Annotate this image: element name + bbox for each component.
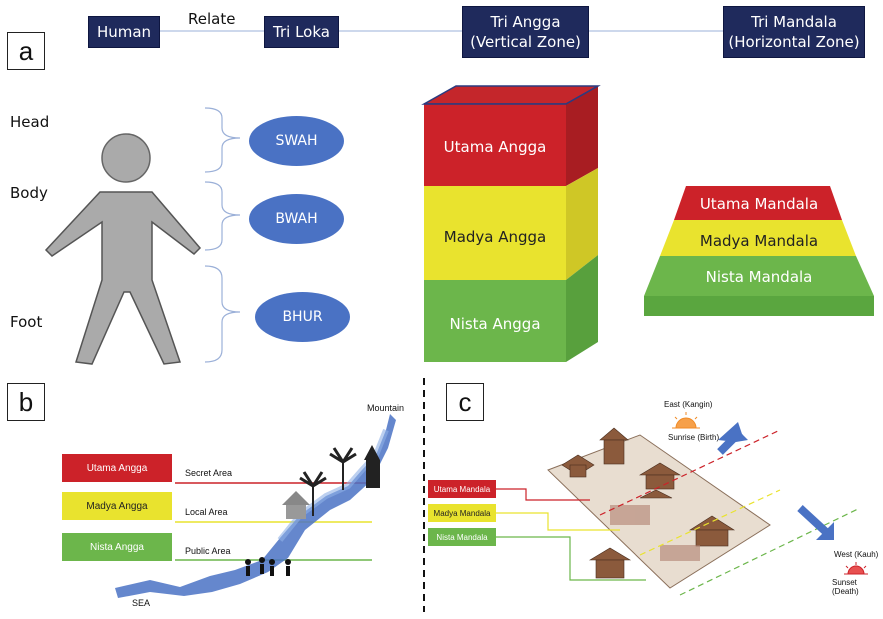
- sunset-label: Sunset (Death): [832, 578, 859, 596]
- foot-brace: [204, 265, 241, 363]
- mountain-label: Mountain: [367, 403, 405, 413]
- panel-c-utama-box: Utama Mandala: [428, 480, 496, 498]
- bhur-oval: BHUR: [255, 292, 350, 342]
- madya-angga-label: Madya Angga: [443, 228, 547, 246]
- tri-mandala-pyramid: [644, 186, 874, 316]
- bwah-oval: BWAH: [249, 194, 344, 244]
- foot-label: Foot: [10, 313, 43, 331]
- panel-b-utama-box: Utama Angga: [62, 454, 172, 482]
- relate-label: Relate: [188, 10, 236, 28]
- tri-angga-box: Tri Angga (Vertical Zone): [462, 6, 589, 58]
- sunset-icon: [844, 562, 868, 575]
- local-area-label: Local Area: [185, 507, 228, 517]
- utama-angga-label: Utama Angga: [443, 138, 547, 156]
- body-label: Body: [10, 184, 48, 202]
- human-figure-icon: [44, 133, 202, 365]
- public-area-label: Public Area: [185, 546, 231, 556]
- sunrise-label: Sunrise (Birth): [668, 433, 720, 442]
- swah-oval: SWAH: [249, 116, 344, 166]
- tri-angga-block: [421, 85, 601, 362]
- panel-label-b: b: [7, 383, 45, 421]
- panel-b-nista-box: Nista Angga: [62, 533, 172, 561]
- panel-c-madya-box: Madya Mandala: [428, 504, 496, 522]
- body-brace: [204, 181, 241, 251]
- human-box: Human: [88, 16, 160, 48]
- head-label: Head: [10, 113, 50, 131]
- nista-mandala-label: Nista Mandala: [705, 268, 813, 286]
- tri-mandala-box: Tri Mandala (Horizontal Zone): [723, 6, 865, 58]
- madya-mandala-label: Madya Mandala: [699, 232, 819, 250]
- nista-angga-label: Nista Angga: [449, 315, 541, 333]
- east-label: East (Kangin): [664, 400, 713, 409]
- panel-b-madya-box: Madya Angga: [62, 492, 172, 520]
- sunrise-icon: [672, 412, 700, 429]
- utama-mandala-label: Utama Mandala: [699, 195, 819, 213]
- sea-label: SEA: [132, 598, 151, 608]
- secret-area-label: Secret Area: [185, 468, 233, 478]
- panel-label-a: a: [7, 32, 45, 70]
- panel-c-nista-box: Nista Mandala: [428, 528, 496, 546]
- west-label: West (Kauh): [834, 550, 879, 559]
- head-brace: [204, 107, 241, 173]
- tri-loka-box: Tri Loka: [264, 16, 339, 48]
- panel-label-c: c: [446, 383, 484, 421]
